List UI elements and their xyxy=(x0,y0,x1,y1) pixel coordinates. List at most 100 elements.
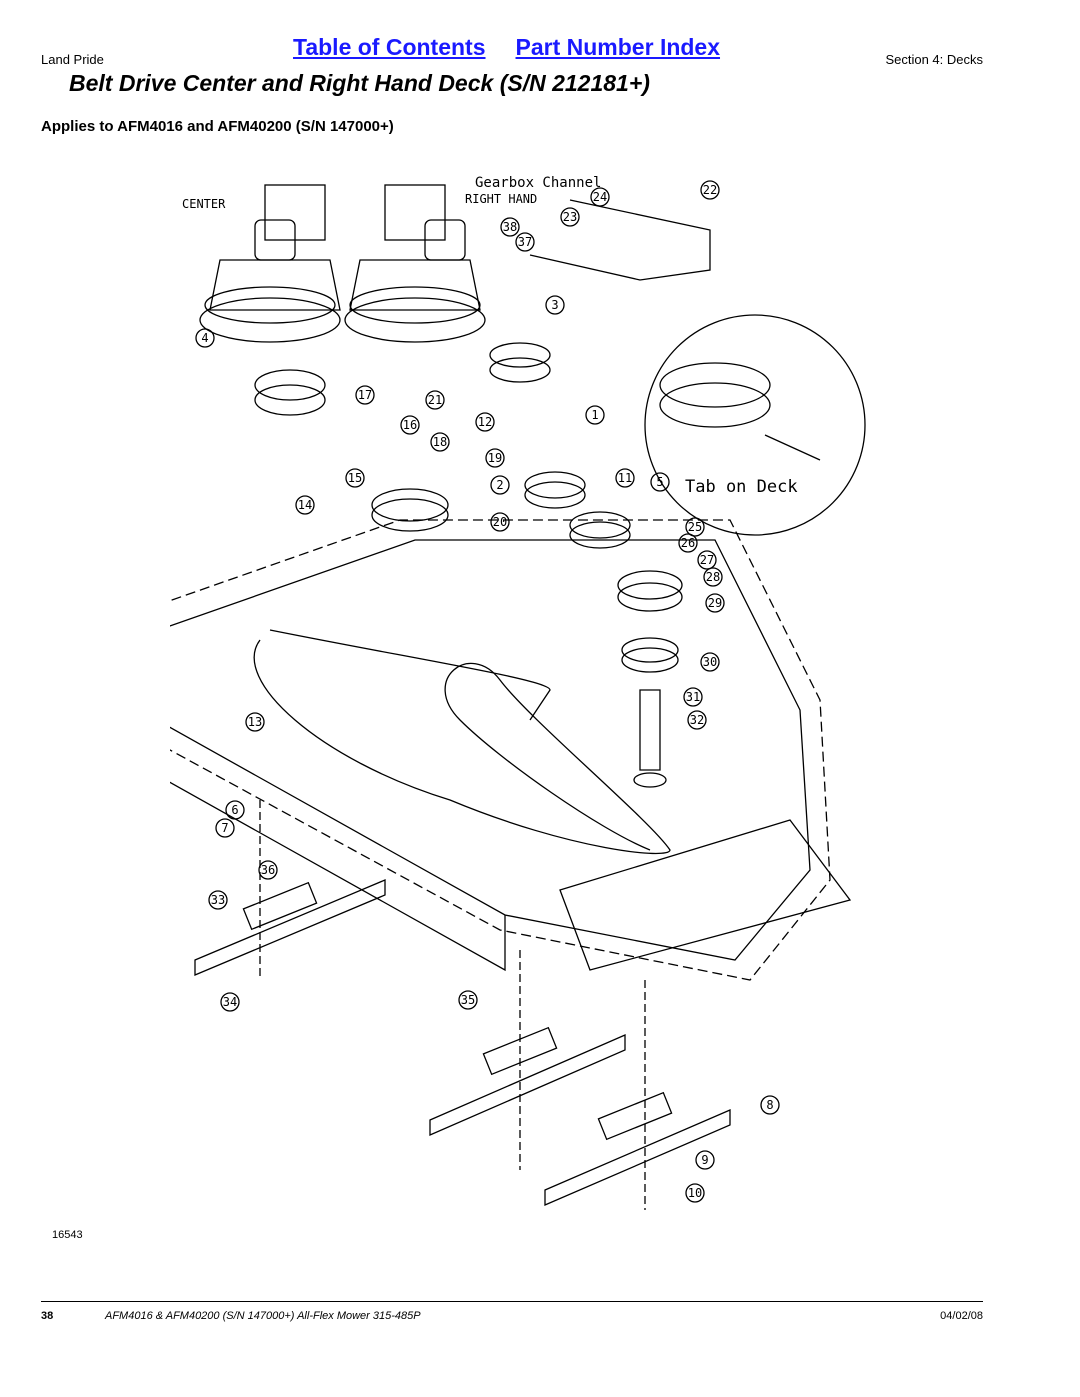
callout-1: 1 xyxy=(591,408,598,422)
callout-5: 5 xyxy=(656,475,663,489)
callout-29: 29 xyxy=(708,596,722,610)
callout-18: 18 xyxy=(433,435,447,449)
callout-10: 10 xyxy=(688,1186,702,1200)
callout-group: 1234567891011121314151617181920212223242… xyxy=(195,180,780,1203)
callout-14: 14 xyxy=(298,498,312,512)
callout-20: 20 xyxy=(493,515,507,529)
callout-16: 16 xyxy=(403,418,417,432)
callout-21: 21 xyxy=(428,393,442,407)
gearbox-channel-label: Gearbox Channel xyxy=(475,175,601,191)
callout-circle-37 xyxy=(515,232,535,252)
bearing xyxy=(633,772,667,788)
callout-2: 2 xyxy=(496,478,503,492)
center-gearbox xyxy=(199,184,341,343)
nav-links: Table of Contents Part Number Index xyxy=(293,34,720,61)
callout-circle-34 xyxy=(220,992,240,1012)
callout-11: 11 xyxy=(618,471,632,485)
revision-date: 04/02/08 xyxy=(940,1310,983,1322)
callout-circle-22 xyxy=(700,180,720,200)
callout-34: 34 xyxy=(223,995,237,1009)
callout-circle-32 xyxy=(687,710,707,730)
callout-24: 24 xyxy=(593,190,607,204)
belt-upper-run xyxy=(269,629,551,721)
page-number: 38 xyxy=(41,1310,54,1322)
parts-diagram: CENTER RIGHT HAND Gearbox Channel Tab on… xyxy=(114,160,1000,1230)
callout-circle-36 xyxy=(258,860,278,880)
callout-8: 8 xyxy=(766,1098,773,1112)
callout-4: 4 xyxy=(201,331,208,345)
callout-circle-3 xyxy=(545,295,565,315)
blades xyxy=(194,800,731,1210)
callout-circle-24 xyxy=(590,187,610,207)
callout-32: 32 xyxy=(690,713,704,727)
callout-33: 33 xyxy=(211,893,225,907)
right-hand-label: RIGHT HAND xyxy=(465,192,537,206)
page-title: Belt Drive Center and Right Hand Deck (S… xyxy=(69,70,650,96)
callout-15: 15 xyxy=(348,471,362,485)
callout-circle-31 xyxy=(683,687,703,707)
callout-7: 7 xyxy=(221,821,228,835)
callout-circle-19 xyxy=(485,448,505,468)
callout-circle-21 xyxy=(425,390,445,410)
callout-circle-35 xyxy=(458,990,478,1010)
callout-30: 30 xyxy=(703,655,717,669)
callout-circle-16 xyxy=(400,415,420,435)
callout-circle-13 xyxy=(245,712,265,732)
callout-31: 31 xyxy=(686,690,700,704)
callout-circle-10 xyxy=(685,1183,705,1203)
figure-number: 16543 xyxy=(52,1229,83,1241)
callout-circle-14 xyxy=(295,495,315,515)
tab-on-deck-label: Tab on Deck xyxy=(685,477,798,497)
callout-circle-11 xyxy=(615,468,635,488)
callout-circle-33 xyxy=(208,890,228,910)
callout-circle-2 xyxy=(490,475,510,495)
callout-circle-6 xyxy=(225,800,245,820)
callout-circle-15 xyxy=(345,468,365,488)
callout-17: 17 xyxy=(358,388,372,402)
manual-title: AFM4016 & AFM40200 (S/N 147000+) All-Fle… xyxy=(105,1310,421,1322)
callout-35: 35 xyxy=(461,993,475,1007)
callout-38: 38 xyxy=(503,220,517,234)
callout-circle-9 xyxy=(695,1150,715,1170)
callout-19: 19 xyxy=(488,451,502,465)
callout-circle-18 xyxy=(430,432,450,452)
section-label: Section 4: Decks xyxy=(885,52,983,67)
page-subtitle: Applies to AFM4016 and AFM40200 (S/N 147… xyxy=(41,118,394,135)
callout-circle-38 xyxy=(500,217,520,237)
callout-circle-25 xyxy=(685,517,705,537)
callout-3: 3 xyxy=(551,298,558,312)
brand-label: Land Pride xyxy=(41,52,104,67)
callout-circle-30 xyxy=(700,652,720,672)
footer-rule xyxy=(41,1301,983,1302)
table-of-contents-link[interactable]: Table of Contents xyxy=(293,34,486,60)
callout-circle-23 xyxy=(560,207,580,227)
callout-circle-20 xyxy=(490,512,510,532)
callout-circle-26 xyxy=(678,533,698,553)
callout-circle-7 xyxy=(215,818,235,838)
callout-23: 23 xyxy=(563,210,577,224)
callout-36: 36 xyxy=(261,863,275,877)
callout-circle-27 xyxy=(697,550,717,570)
callout-26: 26 xyxy=(681,536,695,550)
drive-belt xyxy=(253,639,671,855)
part-number-index-link[interactable]: Part Number Index xyxy=(515,34,721,60)
callout-12: 12 xyxy=(478,415,492,429)
callout-circle-1 xyxy=(585,405,605,425)
callout-9: 9 xyxy=(701,1153,708,1167)
center-label: CENTER xyxy=(182,197,226,211)
callout-circle-28 xyxy=(703,567,723,587)
spindle xyxy=(639,689,661,771)
callout-25: 25 xyxy=(688,520,702,534)
callout-13: 13 xyxy=(248,715,262,729)
deck-outline xyxy=(114,519,852,981)
callout-circle-17 xyxy=(355,385,375,405)
callout-circle-29 xyxy=(705,593,725,613)
gearbox-channel xyxy=(529,199,711,281)
callout-circle-8 xyxy=(760,1095,780,1115)
right-gearbox xyxy=(344,184,486,343)
tab-on-deck-detail xyxy=(644,314,866,536)
callout-6: 6 xyxy=(231,803,238,817)
callout-37: 37 xyxy=(518,235,532,249)
callout-27: 27 xyxy=(700,553,714,567)
callout-22: 22 xyxy=(703,183,717,197)
